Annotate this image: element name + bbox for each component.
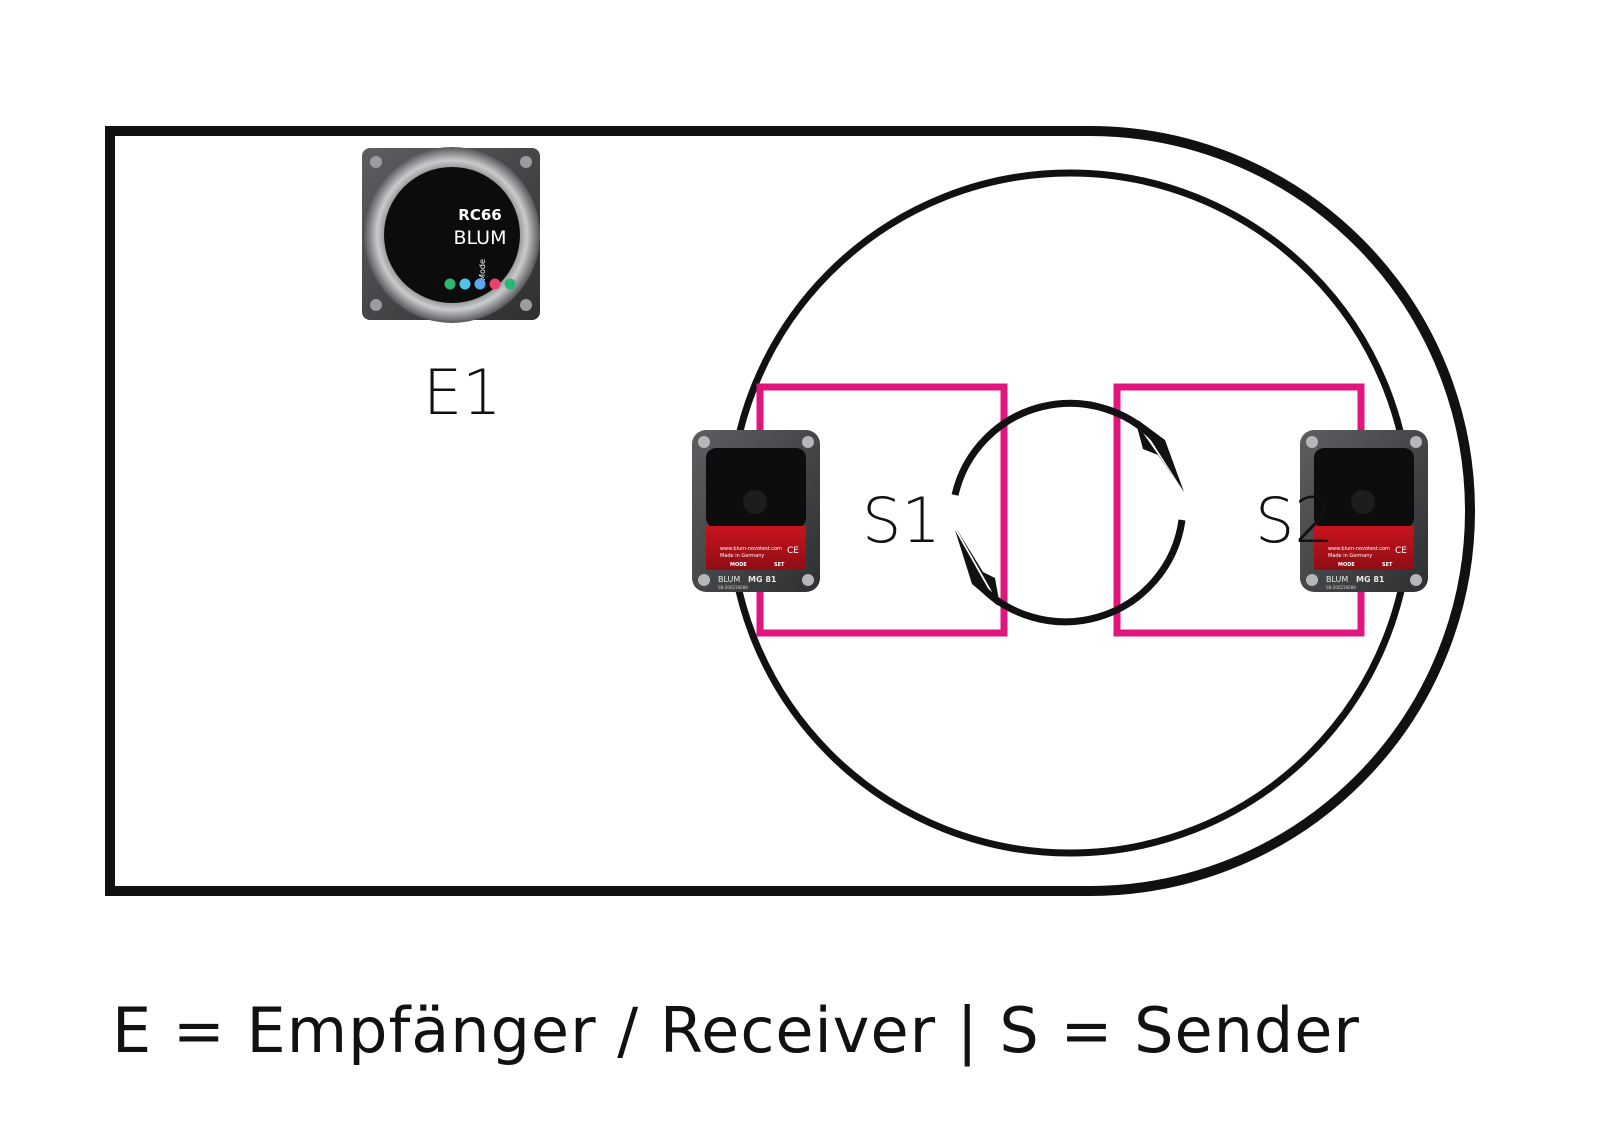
sender-2-mode: MODE [1338,562,1355,568]
label-e1: E1 [423,356,502,429]
receiver-led [444,278,456,290]
sender-2-url: www.blum-novotest.com [1328,546,1390,552]
sender-2-ce: CE [1395,546,1407,556]
sender-1-url: www.blum-novotest.com [720,546,782,552]
label-s2: S2 [1255,484,1334,557]
rotation-arrow [951,399,1186,626]
receiver-device: RC66 BLUM Mode [362,147,540,323]
sender-1-mode: MODE [730,562,747,568]
receiver-led [459,278,471,290]
receiver-led [489,278,501,290]
sender-1-ce: CE [787,546,799,556]
receiver-led [504,278,516,290]
sender-1-sn: SN:300216088 [718,585,748,590]
sender-1-model: MG 81 [748,575,777,584]
receiver-led-row [444,278,516,290]
sender-2-sn: SN:300216088 [1326,585,1356,590]
sender-2-made: Made in Germany [1328,553,1372,559]
receiver-model-text: RC66 [458,206,501,224]
sender-1-made: Made in Germany [720,553,764,559]
receiver-brand-text: BLUM [454,227,507,249]
label-s1: S1 [862,484,941,557]
sender-2-brand: BLUM [1326,575,1348,584]
sender-device-1: www.blum-novotest.com Made in Germany CE… [692,430,820,592]
sender-2-set: SET [1382,562,1393,568]
sender-device-2: www.blum-novotest.com Made in Germany CE… [1300,430,1428,592]
sender-1-set: SET [774,562,785,568]
sender-2-model: MG 81 [1356,575,1385,584]
receiver-mode-text: Mode [478,259,487,281]
sender-1-brand: BLUM [718,575,740,584]
machine-outline [105,126,1475,896]
legend-text: E = Empfänger / Receiver | S = Sender [112,994,1360,1067]
receiver-led [474,278,486,290]
